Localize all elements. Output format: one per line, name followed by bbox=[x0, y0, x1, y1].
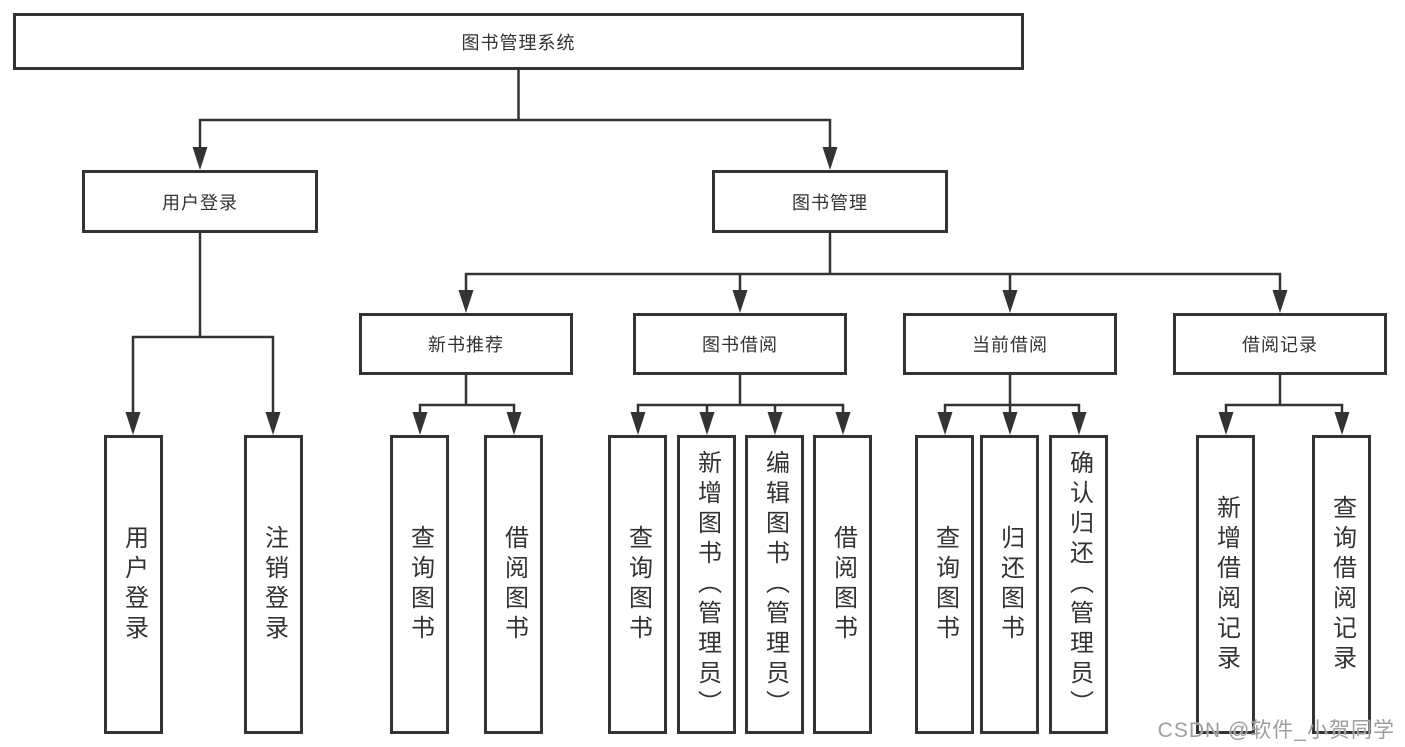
leaf-current-confirm-return-admin: 确认归还（管理员） bbox=[1049, 435, 1108, 734]
node-label: 当前借阅 bbox=[972, 335, 1048, 355]
leaf-newbook-borrow-books: 借阅图书 bbox=[484, 435, 543, 734]
leaf-label: 查询图书 bbox=[931, 524, 959, 645]
leaf-current-query-books: 查询图书 bbox=[915, 435, 974, 734]
leaf-label: 注销登录 bbox=[260, 524, 288, 645]
leaf-label: 归还图书 bbox=[996, 524, 1024, 645]
node-new-book-recommend: 新书推荐 bbox=[359, 313, 573, 375]
leaf-label: 新增图书（管理员） bbox=[693, 449, 721, 720]
leaf-borrow-borrow-books: 借阅图书 bbox=[813, 435, 872, 734]
node-book-borrow: 图书借阅 bbox=[633, 313, 847, 375]
tree-edges bbox=[131, 70, 1344, 413]
leaf-label: 查询图书 bbox=[406, 524, 434, 645]
leaf-borrow-edit-books-admin: 编辑图书（管理员） bbox=[745, 435, 804, 734]
leaf-label: 借阅图书 bbox=[500, 524, 528, 645]
leaf-label: 确认归还（管理员） bbox=[1065, 449, 1093, 720]
node-library-system: 图书管理系统 bbox=[13, 13, 1024, 70]
leaf-label: 新增借阅记录 bbox=[1212, 494, 1240, 675]
node-book-management: 图书管理 bbox=[712, 170, 948, 233]
watermark: CSDN @软件_小贺同学 bbox=[1157, 719, 1395, 742]
leaf-newbook-query-books: 查询图书 bbox=[390, 435, 449, 734]
leaf-records-add-record: 新增借阅记录 bbox=[1196, 435, 1255, 734]
node-label: 图书管理系统 bbox=[461, 32, 576, 53]
node-label: 用户登录 bbox=[162, 192, 238, 213]
node-label: 图书管理 bbox=[792, 192, 868, 213]
arrowhead-icons bbox=[125, 147, 1350, 435]
leaf-user-login: 用户登录 bbox=[104, 435, 163, 734]
leaf-logout: 注销登录 bbox=[244, 435, 303, 734]
leaf-label: 用户登录 bbox=[120, 524, 148, 645]
leaf-borrow-add-books-admin: 新增图书（管理员） bbox=[677, 435, 736, 734]
node-borrow-records: 借阅记录 bbox=[1173, 313, 1387, 375]
leaf-records-query-record: 查询借阅记录 bbox=[1312, 435, 1371, 734]
node-label: 图书借阅 bbox=[702, 335, 778, 355]
leaf-borrow-query-books: 查询图书 bbox=[608, 435, 667, 734]
node-current-borrow: 当前借阅 bbox=[903, 313, 1117, 375]
leaf-label: 查询借阅记录 bbox=[1328, 494, 1356, 675]
node-label: 新书推荐 bbox=[428, 335, 504, 355]
leaf-label: 编辑图书（管理员） bbox=[761, 449, 789, 720]
leaf-label: 借阅图书 bbox=[829, 524, 857, 645]
leaf-current-return-books: 归还图书 bbox=[980, 435, 1039, 734]
node-user-login: 用户登录 bbox=[82, 170, 318, 233]
node-label: 借阅记录 bbox=[1242, 335, 1318, 355]
leaf-label: 查询图书 bbox=[624, 524, 652, 645]
